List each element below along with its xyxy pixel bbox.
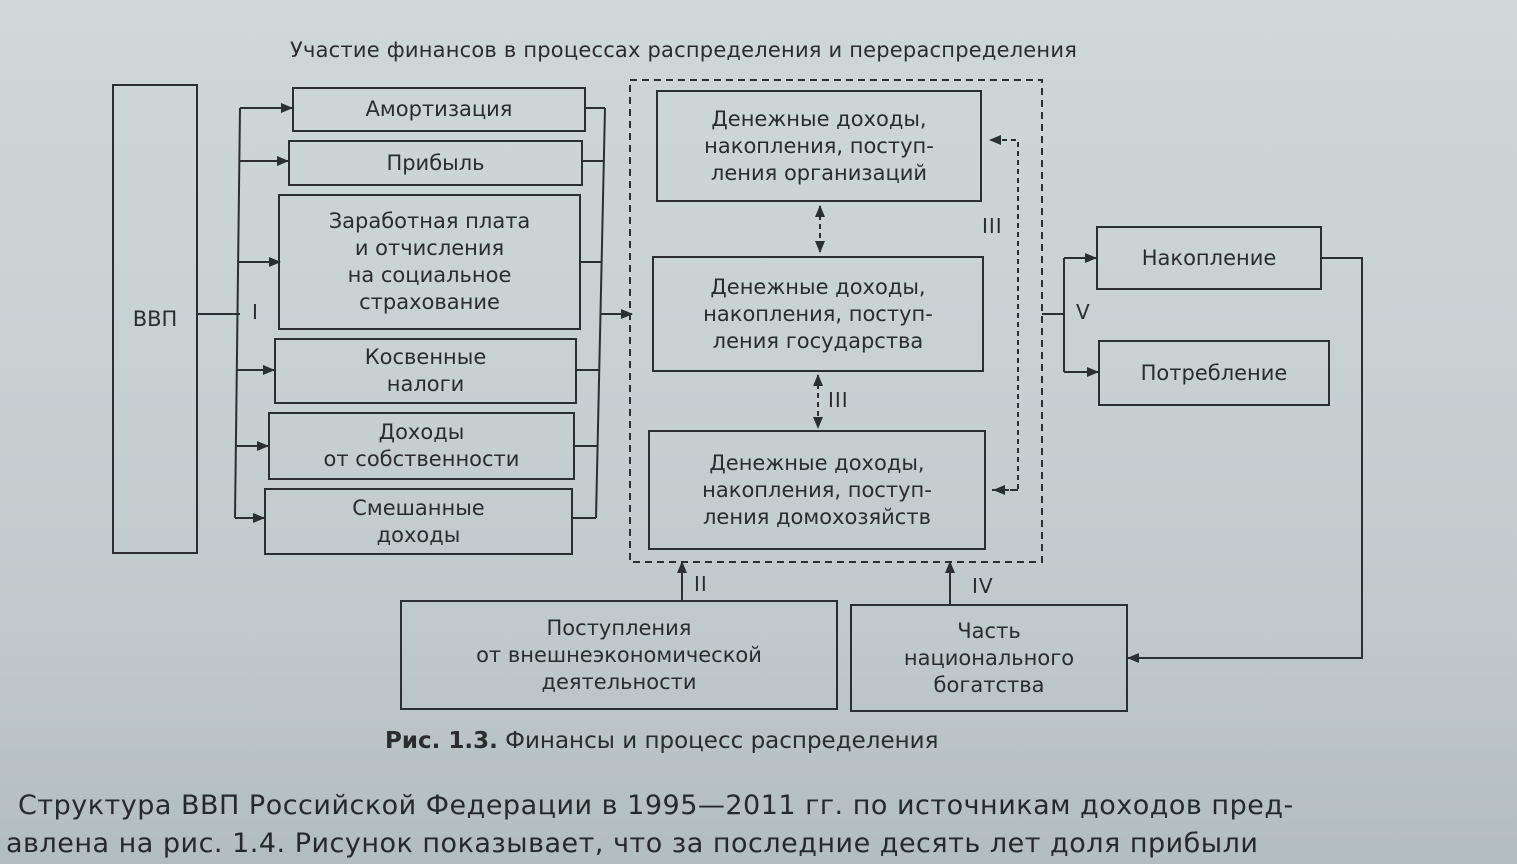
sector-organizations-label: Денежные доходы, накопления, поступ- лен…	[704, 106, 934, 185]
sector-households-label: Денежные доходы, накопления, поступ- лен…	[702, 450, 932, 529]
figure-caption-text: Финансы и процесс распределения	[505, 728, 939, 754]
component-indirect-taxes-label: Косвенные налоги	[364, 345, 487, 396]
component-wages: Заработная плата и отчисления на социаль…	[278, 194, 581, 330]
component-property-income: Доходы от собственности	[268, 412, 575, 480]
component-indirect-taxes: Косвенные налоги	[274, 338, 577, 404]
roman-III-right: III	[982, 214, 1003, 238]
roman-IV: IV	[972, 574, 994, 598]
gdp-label: ВВП	[132, 306, 178, 331]
accumulation-wealth-link	[1127, 257, 1363, 663]
national-wealth-box: Часть национального богатства	[850, 604, 1128, 712]
roman-I: I	[252, 300, 259, 324]
body-text-line-2: авлена на рис. 1.4. Рисунок показывает, …	[6, 828, 1259, 859]
consumption-box: Потребление	[1098, 340, 1330, 406]
sector-households: Денежные доходы, накопления, поступ- лен…	[648, 430, 986, 550]
figure-caption: Рис. 1.3. Финансы и процесс распределени…	[385, 728, 938, 754]
diagram-title: Участие финансов в процессах распределен…	[290, 38, 1078, 62]
component-wages-label: Заработная плата и отчисления на социаль…	[328, 209, 531, 314]
national-wealth-label: Часть национального богатства	[903, 618, 1075, 697]
sector-organizations: Денежные доходы, накопления, поступ- лен…	[656, 90, 982, 202]
consumption-label: Потребление	[1140, 360, 1288, 385]
component-profit: Прибыль	[288, 140, 583, 186]
component-depreciation: Амортизация	[292, 87, 586, 132]
accumulation-box: Накопление	[1096, 226, 1322, 290]
component-profit-label: Прибыль	[386, 150, 485, 175]
right-bracket	[595, 107, 606, 519]
component-property-income-label: Доходы от собственности	[323, 420, 520, 471]
left-bracket	[234, 107, 241, 519]
figure-number: Рис. 1.3.	[385, 728, 498, 754]
component-mixed-income: Смешанные доходы	[264, 488, 573, 555]
roman-II: II	[694, 572, 708, 596]
roman-III-mid: III	[828, 388, 849, 412]
roman-V: V	[1076, 300, 1091, 324]
body-text-line-1: Структура ВВП Российской Федерации в 199…	[18, 790, 1294, 821]
sector-state-label: Денежные доходы, накопления, поступ- лен…	[703, 274, 933, 353]
gdp-box: ВВП	[112, 84, 198, 554]
external-income-box: Поступления от внешнеэкономической деяте…	[400, 600, 838, 710]
component-mixed-income-label: Смешанные доходы	[352, 495, 485, 547]
component-depreciation-label: Амортизация	[365, 97, 513, 121]
sector-state: Денежные доходы, накопления, поступ- лен…	[652, 256, 984, 372]
accumulation-label: Накопление	[1141, 245, 1277, 270]
households-org-loop	[989, 135, 1019, 491]
external-income-label: Поступления от внешнеэкономической деяте…	[476, 615, 762, 694]
sectors-frame	[629, 79, 1043, 563]
